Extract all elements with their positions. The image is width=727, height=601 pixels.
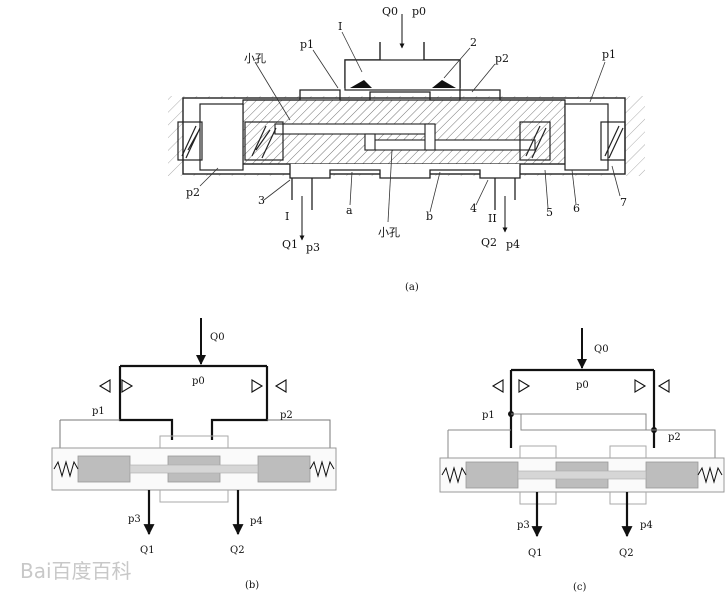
caption-b: (b) — [245, 580, 259, 591]
orifice-c-3 — [634, 379, 647, 393]
label-6: 6 — [573, 202, 580, 215]
label-q1-b: Q1 — [140, 545, 155, 556]
label-p3-b: p3 — [128, 514, 141, 525]
orifice-c-2 — [518, 379, 531, 393]
label-q2-c: Q2 — [619, 548, 634, 559]
feedback-lines-c — [447, 413, 716, 458]
spool-land-c1 — [465, 461, 519, 489]
label-p2-upper: p2 — [495, 52, 509, 65]
figure-c: Q0 p0 p1 p2 p3 p4 Q1 Q2 (c) — [439, 328, 725, 593]
spring-right-outer-icon — [600, 121, 626, 161]
label-p0-b: p0 — [192, 376, 205, 387]
label-p1-c: p1 — [482, 410, 495, 421]
label-4: 4 — [470, 202, 477, 215]
spring-left-b-icon — [53, 460, 79, 478]
label-q0-b: Q0 — [210, 332, 225, 343]
spool-stem-b — [129, 464, 259, 474]
label-small-hole-top: 小孔 — [244, 52, 266, 65]
orifice-b-1 — [98, 379, 111, 393]
label-p1-right: p1 — [602, 48, 616, 61]
throttle-right — [432, 80, 456, 88]
spool-land-c3 — [645, 461, 699, 489]
label-q2-a: Q2 — [481, 236, 497, 249]
label-p4-c: p4 — [640, 520, 653, 531]
spring-left-inner-icon — [244, 121, 284, 161]
label-2: 2 — [470, 36, 477, 49]
label-p2-b: p2 — [280, 410, 293, 421]
label-p4-b: p4 — [250, 516, 263, 527]
caption-a: (a) — [405, 282, 419, 293]
label-q2-b: Q2 — [230, 545, 245, 556]
leader-lines — [199, 31, 621, 223]
outlet-2-tube — [494, 178, 516, 210]
left-end-chamber — [199, 103, 244, 171]
label-p3-c: p3 — [517, 520, 530, 531]
figure-b: Q0 p0 p1 p2 p3 p4 Q1 Q2 (b) — [51, 318, 337, 591]
label-I-top: I — [338, 20, 342, 33]
orifice-c-4 — [657, 379, 670, 393]
label-p4-a: p4 — [506, 238, 520, 251]
orifice-b-4 — [274, 379, 287, 393]
label-q0-c: Q0 — [594, 344, 609, 355]
orifice-b-3 — [251, 379, 264, 393]
label-p0-c: p0 — [576, 380, 589, 391]
label-p0-top: p0 — [412, 5, 426, 18]
spring-left-outer-icon — [177, 121, 203, 161]
label-p1-upper: p1 — [300, 38, 314, 51]
feedback-lines-b — [59, 419, 331, 448]
label-p1-b: p1 — [92, 406, 105, 417]
spool-lower — [243, 163, 565, 179]
label-I-bottom: I — [285, 210, 289, 223]
spool-upper — [243, 89, 565, 101]
label-q1-a: Q1 — [282, 238, 298, 251]
outlet-1-tube — [291, 178, 313, 210]
caption-c: (c) — [573, 582, 587, 593]
spring-left-c-icon — [441, 466, 467, 484]
throttle-left — [350, 80, 372, 88]
label-3: 3 — [258, 194, 265, 207]
pressure-lines-b — [118, 364, 269, 440]
spring-right-inner-icon — [519, 121, 551, 161]
pressure-lines-c — [509, 368, 656, 448]
valve-ports-b — [159, 435, 229, 503]
spring-right-c-icon — [697, 466, 723, 484]
label-small-hole-bottom: 小孔 — [378, 226, 400, 239]
label-p2-left: p2 — [186, 186, 200, 199]
valve-ports-c — [519, 445, 647, 505]
label-7: 7 — [620, 196, 627, 209]
spool-land-b1 — [77, 455, 131, 483]
label-a: a — [346, 204, 353, 217]
spool-stem-c — [517, 470, 647, 480]
watermark: Bai百度百科 — [20, 559, 132, 583]
label-II-bottom: II — [488, 212, 497, 225]
label-q1-c: Q1 — [528, 548, 543, 559]
label-q0-top: Q0 — [382, 5, 398, 18]
label-b: b — [426, 210, 433, 223]
label-p3-a: p3 — [306, 241, 320, 254]
orifice-c-1 — [491, 379, 504, 393]
spool-land-b3 — [257, 455, 311, 483]
label-p2-c: p2 — [668, 432, 681, 443]
orifice-b-2 — [121, 379, 134, 393]
label-5: 5 — [546, 206, 553, 219]
spring-right-b-icon — [309, 460, 335, 478]
figure-a: Q0 p0 I 2 p1 p2 p1 小孔 p2 3 a b 4 5 6 7 I… — [168, 5, 645, 293]
